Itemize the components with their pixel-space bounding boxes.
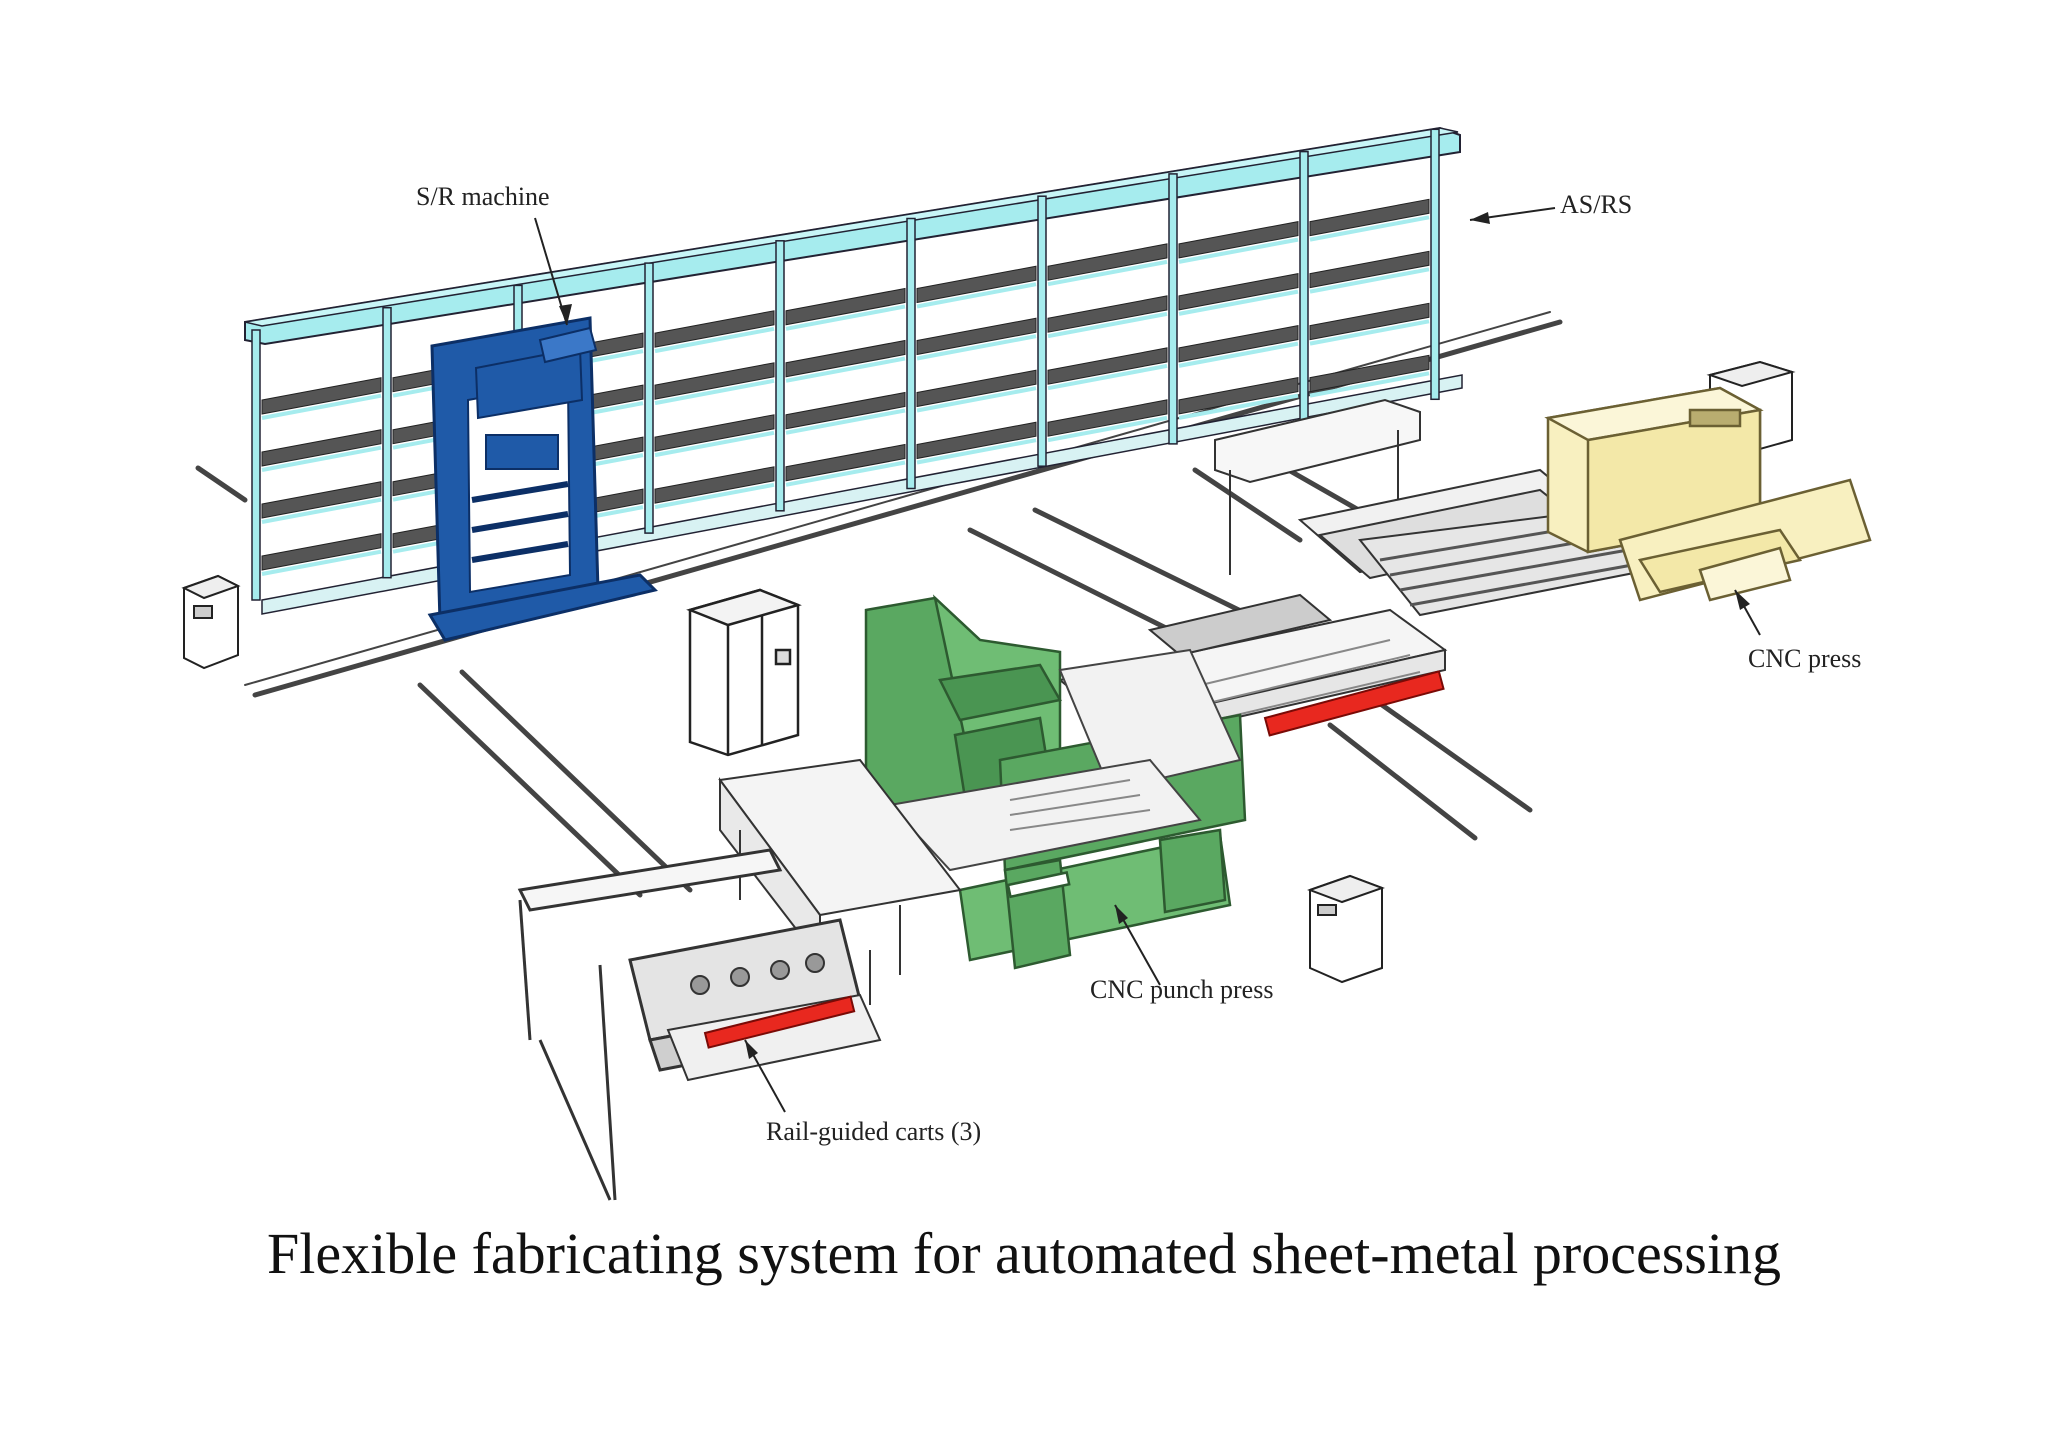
asrs-shelf-rail: [785, 304, 906, 331]
asrs-shelf-rail: [785, 408, 906, 435]
asrs-shelf-rail: [1178, 289, 1299, 316]
asrs-shelf-rail: [1309, 371, 1430, 398]
asrs-post: [382, 306, 392, 579]
asrs-pallet: [1309, 302, 1430, 341]
asrs-shelf-rail: [261, 393, 382, 420]
asrs-shelf-rail: [916, 282, 1037, 309]
asrs-pallet: [1047, 399, 1168, 437]
asrs-pallet: [654, 414, 775, 452]
asrs-shelf-rail: [261, 445, 382, 472]
asrs-post: [775, 240, 785, 512]
asrs-shelf-rail: [261, 549, 382, 576]
asrs-shelf-rail: [785, 460, 906, 487]
asrs-shelf-rail: [1178, 341, 1299, 368]
control-cabinet-left: [181, 574, 241, 670]
asrs-shelf-rail: [654, 326, 775, 354]
asrs-pallet: [1047, 347, 1168, 385]
asrs-post: [251, 329, 261, 601]
asrs-shelf-rail: [1309, 215, 1430, 242]
asrs-pallet: [1309, 250, 1430, 289]
asrs-shelf-rail: [1047, 259, 1168, 287]
asrs-post: [1430, 128, 1440, 401]
asrs-pallet: [1178, 272, 1299, 311]
asrs-pallet: [261, 533, 382, 571]
asrs-bays: [251, 128, 1440, 601]
rail-carts-label: Rail-guided carts (3): [766, 1117, 982, 1146]
asrs-pallet: [916, 265, 1037, 304]
asrs-pallet: [1309, 354, 1430, 393]
asrs-shelf-rail: [654, 430, 775, 458]
asrs-shelf-rail: [916, 334, 1037, 361]
asrs-pallet: [916, 421, 1037, 460]
cnc-punch-press-label: CNC punch press: [1090, 975, 1274, 1004]
cnc-press: [1544, 386, 1872, 602]
asrs-shelf-rail: [1178, 237, 1299, 264]
asrs-pallet: [785, 287, 906, 326]
asrs-shelf-rail: [916, 386, 1037, 413]
asrs-pallet: [654, 466, 775, 504]
asrs-pallet: [785, 339, 906, 378]
control-cabinet-center: [686, 588, 802, 757]
asrs-pallet: [1178, 324, 1299, 363]
asrs-shelf-rail: [1047, 311, 1168, 339]
asrs-pallet: [1047, 243, 1168, 281]
asrs-pallet: [261, 481, 382, 519]
asrs-post: [906, 217, 916, 490]
asrs-pallet: [785, 443, 906, 482]
asrs-pallet: [654, 362, 775, 400]
figure-caption: Flexible fabricating system for automate…: [267, 1221, 1781, 1286]
asrs-shelf-rail: [1178, 393, 1299, 420]
asrs-post: [1037, 195, 1047, 467]
asrs-shelf-rail: [1309, 319, 1430, 346]
asrs-pallet: [1309, 198, 1430, 237]
asrs-pallet: [916, 369, 1037, 408]
asrs-pallet: [916, 317, 1037, 356]
asrs-pallet: [654, 310, 775, 348]
asrs-shelf-rail: [654, 378, 775, 406]
cnc-press-label: CNC press: [1748, 644, 1862, 673]
sr-machine: [427, 316, 658, 642]
asrs-shelf-rail: [1309, 267, 1430, 294]
rail-cart-upper: [1263, 670, 1445, 737]
callout-arrowheads: [559, 212, 1750, 1059]
asrs-pallet: [1047, 295, 1168, 333]
punch-press-table: [888, 648, 1242, 872]
asrs-label: AS/RS: [1560, 190, 1633, 219]
asrs-pallet: [261, 429, 382, 467]
control-cabinet-right: [1307, 874, 1385, 984]
asrs-pallet: [1178, 220, 1299, 259]
asrs-shelf-rail: [1047, 415, 1168, 443]
asrs-post: [1299, 150, 1309, 423]
asrs-shelf-rail: [261, 497, 382, 524]
asrs-shelf-rail: [916, 438, 1037, 465]
sr-machine-label: S/R machine: [416, 182, 550, 211]
asrs-shelf-rail: [785, 356, 906, 383]
asrs-shelf-rail: [1047, 363, 1168, 391]
asrs-pallet: [785, 391, 906, 430]
asrs-post: [644, 262, 654, 534]
asrs-post: [1168, 173, 1178, 445]
asrs-pallet: [261, 377, 382, 415]
rail-cart-lower: [703, 995, 856, 1049]
asrs-shelf-rail: [654, 482, 775, 510]
asrs-pallet: [1178, 376, 1299, 415]
